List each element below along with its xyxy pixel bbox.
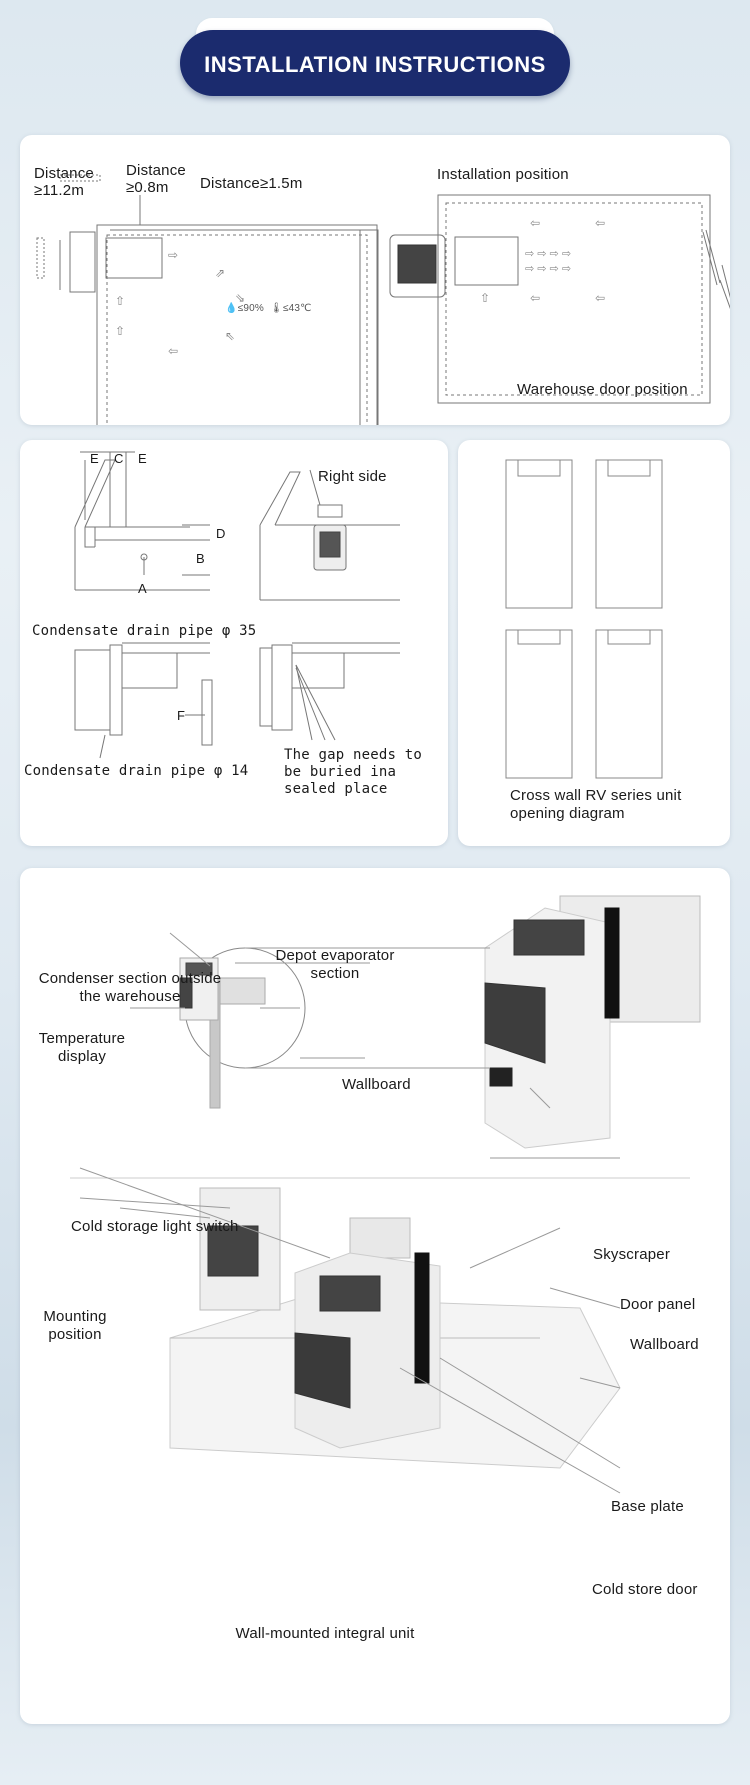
svg-text:⇗: ⇗ [215, 266, 225, 280]
dim-a: A [138, 581, 147, 596]
svg-text:⇦: ⇦ [595, 291, 605, 305]
base-plate-label: Base plate [611, 1498, 684, 1515]
panel-opening-diagram: Cross wall RV series unit opening diagra… [458, 440, 730, 846]
panel-drain-pipe: E C E D B A F Right side Condensate drai… [20, 440, 448, 846]
temperature-display-line1: Temperature [38, 1030, 126, 1047]
svg-text:⇨: ⇨ [168, 248, 178, 262]
opening-caption-line1: Cross wall RV series unit [510, 787, 682, 804]
cold-storage-light-switch-label: Cold storage light switch [71, 1218, 239, 1235]
svg-text:⇧: ⇧ [115, 294, 125, 308]
temperature-label: 🌡≤43℃ [270, 303, 312, 314]
svg-text:⇧: ⇧ [480, 291, 490, 305]
panel-unit-overview: Condenser section outside the warehouse … [20, 868, 730, 1724]
header-banner: INSTALLATION INSTRUCTIONS [180, 30, 570, 96]
drain-pipe-diagram [74, 451, 400, 759]
mounting-position-line2: position [48, 1326, 102, 1343]
svg-text:⇦: ⇦ [595, 216, 605, 230]
humidity-label: 💧≤90% [225, 303, 264, 314]
drain-pipe-14-label: Condensate drain pipe φ 14 [24, 763, 249, 779]
svg-text:⇧: ⇧ [115, 324, 125, 338]
temperature-display-line2: display [57, 1048, 107, 1065]
svg-text:⇨ ⇨ ⇨ ⇨: ⇨ ⇨ ⇨ ⇨ [525, 263, 571, 275]
panel-installation-distance: ⇨ ⇗ ⇘ ⇧ ⇧ ⇦ ⇖ ⇦ ⇦ ⇨ ⇨ ⇨ ⇨ ⇨ ⇨ ⇨ ⇨ ⇦ ⇦ ⇧ … [20, 135, 730, 425]
right-side-label: Right side [318, 468, 387, 485]
gap-note-line2: be buried ina [284, 764, 397, 780]
svg-text:⇦: ⇦ [530, 216, 540, 230]
distance-top-value: ≥0.8m [126, 179, 169, 196]
installation-distance-diagram: ⇨ ⇗ ⇘ ⇧ ⇧ ⇦ ⇖ ⇦ ⇦ ⇨ ⇨ ⇨ ⇨ ⇨ ⇨ ⇨ ⇨ ⇦ ⇦ ⇧ [36, 174, 730, 425]
svg-text:⇨ ⇨ ⇨ ⇨: ⇨ ⇨ ⇨ ⇨ [525, 248, 571, 260]
mounting-position-line1: Mounting [43, 1308, 107, 1325]
opening-caption-line2: opening diagram [510, 805, 625, 822]
wallboard2-label: Wallboard [630, 1336, 699, 1353]
dim-e1: E [90, 451, 99, 466]
depot-evaporator-line2: section [310, 965, 360, 982]
dim-b: B [196, 551, 205, 566]
depot-evaporator-line1: Depot evaporator [275, 947, 395, 964]
unit-overview-diagram [70, 895, 701, 1494]
dim-d: D [216, 526, 226, 541]
gap-note-line1: The gap needs to [284, 747, 423, 763]
warehouse-door-position-label: Warehouse door position [517, 381, 688, 398]
distance-top-label: Distance [126, 162, 186, 179]
svg-text:⇦: ⇦ [530, 291, 540, 305]
skyscraper-label: Skyscraper [593, 1246, 671, 1263]
svg-text:⇦: ⇦ [168, 344, 178, 358]
distance-left-value: ≥11.2m [34, 182, 85, 199]
dim-e2: E [138, 451, 147, 466]
wall-mounted-unit-caption: Wall-mounted integral unit [235, 1625, 415, 1642]
distance-right-label: Distance≥1.5m [200, 175, 303, 192]
distance-left-label: Distance [34, 165, 94, 182]
cold-store-door-label: Cold store door [592, 1581, 698, 1598]
svg-text:⇖: ⇖ [225, 329, 235, 343]
gap-note-line3: sealed place [284, 781, 388, 797]
door-panel-label: Door panel [620, 1296, 696, 1313]
page-title: INSTALLATION INSTRUCTIONS [204, 52, 546, 77]
condenser-section-line2: the warehouse [79, 988, 181, 1005]
condenser-section-line1: Condenser section outside [38, 970, 222, 987]
installation-position-label: Installation position [437, 166, 569, 183]
svg-text:⇘: ⇘ [235, 291, 245, 305]
dim-f: F [177, 708, 186, 723]
wallboard-label: Wallboard [342, 1076, 411, 1093]
drain-pipe-35-label: Condensate drain pipe φ 35 [32, 623, 257, 639]
dim-c: C [114, 451, 124, 466]
opening-diagram [505, 459, 663, 779]
